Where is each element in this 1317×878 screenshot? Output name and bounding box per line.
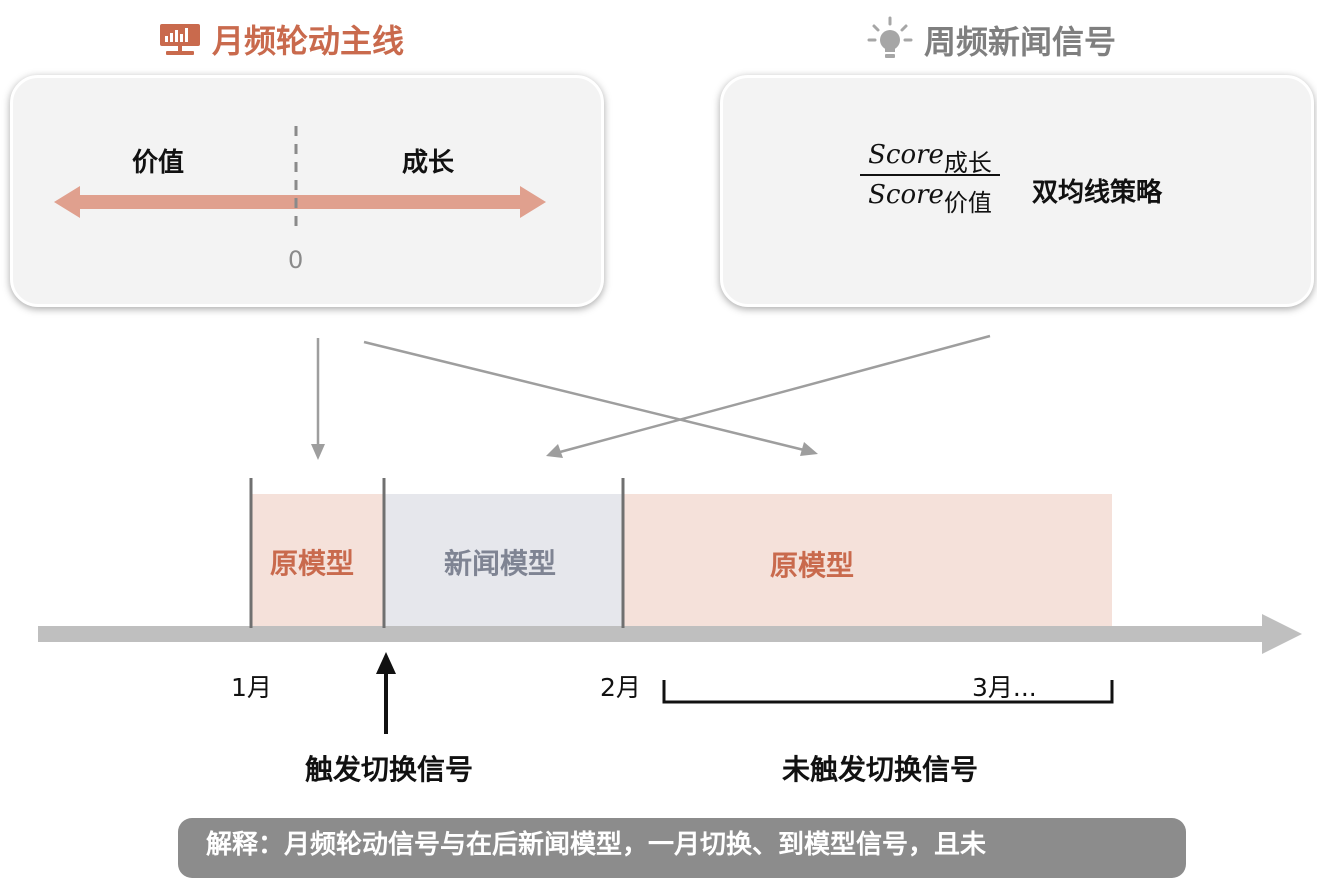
timeline-axis	[38, 614, 1302, 654]
month-jan: 1月	[231, 673, 272, 702]
score-ratio-fraction: Score成长 Score价值	[860, 138, 1000, 217]
weekly-news-header: 周频新闻信号	[866, 16, 1116, 64]
news-signal-card	[720, 75, 1314, 307]
fraction-bar	[860, 174, 1000, 176]
news-model-label: 新闻模型	[444, 547, 557, 580]
growth-label: 成长	[402, 148, 455, 178]
explanation-note: 解释：月频轮动信号与在后新闻模型，一月切换、到模型信号，且未	[178, 818, 1186, 878]
fraction-denominator: Score价值	[860, 178, 1000, 217]
monthly-rotation-header: 月频轮动主线	[158, 16, 404, 62]
zero-label: 0	[288, 246, 304, 274]
original-model-label-1: 原模型	[270, 547, 355, 580]
dual-ma-strategy-label: 双均线策略	[1032, 178, 1163, 208]
news-model-block	[384, 494, 623, 628]
trigger-signal-label: 触发切换信号	[305, 753, 474, 786]
weekly-news-title: 周频新闻信号	[924, 23, 1117, 61]
monthly-to-later-arrow	[363, 340, 818, 456]
denominator-score: Score	[868, 180, 944, 210]
monthly-to-original-arrow	[311, 338, 325, 460]
presentation-chart-icon	[160, 24, 200, 55]
value-label: 价值	[132, 148, 185, 178]
original-model-block-1	[251, 494, 384, 628]
lightbulb-icon	[867, 16, 913, 58]
no-trigger-bracket	[662, 680, 1114, 704]
monthly-rotation-title: 月频轮动主线	[212, 22, 405, 60]
value-growth-axis-arrow	[54, 186, 546, 218]
numerator-subscript: 成长	[943, 149, 992, 177]
diagram-graphics	[38, 126, 1302, 734]
weekly-to-news-arrow	[546, 334, 991, 458]
value-growth-card	[10, 75, 604, 307]
numerator-score: Score	[868, 140, 944, 170]
month-feb: 2月	[600, 673, 641, 702]
original-model-block-2	[623, 494, 1112, 628]
original-model-label-2: 原模型	[770, 549, 855, 582]
no-trigger-signal-label: 未触发切换信号	[782, 753, 979, 786]
denominator-subscript: 价值	[943, 189, 992, 217]
explanation-text: 解释：月频轮动信号与在后新闻模型，一月切换、到模型信号，且未	[206, 830, 987, 860]
trigger-arrow	[376, 652, 396, 734]
month-mar: 3月...	[972, 673, 1037, 702]
fraction-numerator: Score成长	[860, 138, 1000, 177]
